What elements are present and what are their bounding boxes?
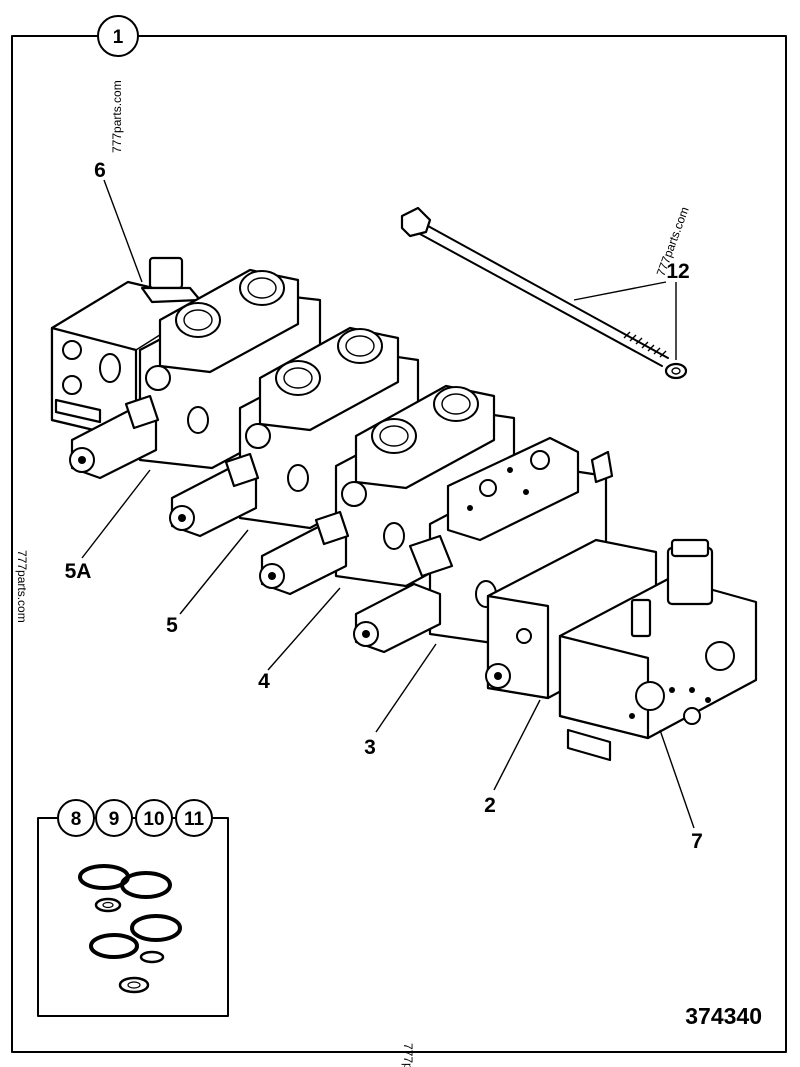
seal-kit-box: 8 9 10 11 [37, 799, 229, 1017]
leader-lines [81, 179, 695, 829]
seal-kit-callout-10: 10 [135, 799, 173, 837]
svg-text:9: 9 [109, 809, 120, 830]
label-5a: 5A [65, 560, 92, 583]
label-12: 12 [666, 260, 689, 283]
label-3: 3 [364, 736, 376, 759]
diagram-frame [11, 35, 787, 1053]
watermark-left: 777parts.com [15, 550, 29, 623]
label-7: 7 [691, 830, 703, 853]
label-4: 4 [258, 670, 270, 693]
svg-text:8: 8 [71, 809, 82, 830]
callout-1: 1 [97, 15, 139, 57]
drawing-number: 374340 [685, 1003, 762, 1029]
callout-1-text: 1 [113, 27, 124, 48]
label-2: 2 [484, 794, 496, 817]
svg-text:11: 11 [184, 809, 205, 830]
seal-kit-callout-8: 8 [57, 799, 95, 837]
o-ring-seals [78, 864, 182, 994]
watermark-top: 777parts.com [110, 80, 124, 153]
seal-kit-callout-11: 11 [175, 799, 213, 837]
outlet-section [558, 538, 758, 762]
label-5: 5 [166, 614, 178, 637]
label-6: 6 [94, 159, 106, 182]
seal-kit-callout-9: 9 [95, 799, 133, 837]
watermark-bottom: 777p [401, 1043, 415, 1067]
svg-text:10: 10 [143, 809, 164, 830]
spool-section-5a [69, 268, 322, 480]
tie-bolt [400, 206, 688, 380]
